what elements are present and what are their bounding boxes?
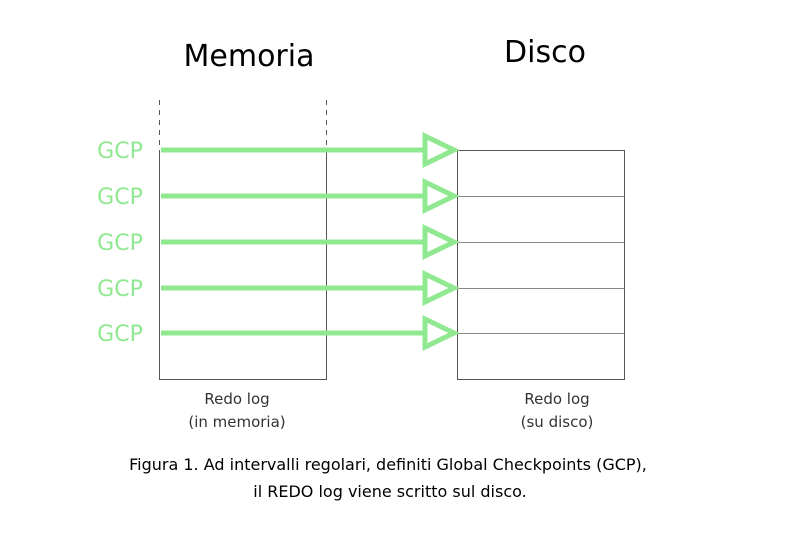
gcp-label: GCP (97, 185, 143, 210)
gcp-row: GCP (97, 132, 460, 168)
gcp-label: GCP (97, 231, 143, 256)
disk-heading: Disco (504, 35, 586, 70)
gcp-label: GCP (97, 322, 143, 347)
gcp-label: GCP (97, 277, 143, 302)
gcp-arrow-group: GCP GCP GCP GCP GCP (97, 132, 460, 351)
gcp-row: GCP (97, 315, 460, 351)
figure-caption-line1: Figura 1. Ad intervalli regolari, defini… (129, 455, 647, 474)
memory-box-outline (159, 150, 327, 380)
gcp-label: GCP (97, 139, 143, 164)
gcp-row: GCP (97, 270, 460, 306)
gcp-arrow-head-icon (422, 315, 460, 351)
memory-heading: Memoria (184, 39, 315, 74)
disk-box-outline (457, 150, 625, 380)
gcp-row: GCP (97, 178, 460, 214)
gcp-arrow-head-icon (422, 132, 460, 168)
disk-redo-log-box (457, 150, 625, 380)
memory-box-label-line1: Redo log (204, 390, 269, 408)
gcp-row: GCP (97, 224, 460, 260)
figure-caption-line2: il REDO log viene scritto sul disco. (253, 482, 526, 501)
gcp-arrow-head-icon (422, 178, 460, 214)
memory-redo-log-box (159, 100, 327, 380)
gcp-arrow-head-icon (422, 224, 460, 260)
disk-box-label-line1: Redo log (524, 390, 589, 408)
memory-box-label-line2: (in memoria) (188, 413, 285, 431)
gcp-arrow-head-icon (422, 270, 460, 306)
disk-box-label-line2: (su disco) (521, 413, 594, 431)
